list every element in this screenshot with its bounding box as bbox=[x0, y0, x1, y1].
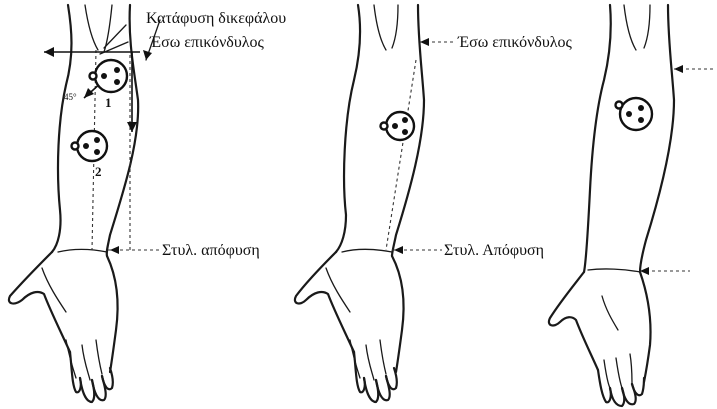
biceps-insertion-label: Κατάφυση δικεφάλου bbox=[146, 10, 286, 27]
medial-epicondyle-label-left: Έσω επικόνδυλος bbox=[149, 34, 265, 51]
electrode-1-label: 1 bbox=[105, 95, 112, 110]
electrode-3 bbox=[381, 112, 415, 140]
electrode-2-label: 2 bbox=[95, 164, 102, 179]
right-arm bbox=[549, 5, 715, 406]
left-arm: 45° 1 2 bbox=[9, 5, 160, 402]
styloid-label-middle: Στυλ. Απόφυση bbox=[444, 242, 544, 259]
medial-epicondyle-label-middle: Έσω επικόνδυλος bbox=[457, 34, 573, 51]
electrode-4 bbox=[616, 98, 653, 130]
angle-label: 45° bbox=[64, 92, 77, 102]
styloid-label-left: Στυλ. απόφυση bbox=[162, 242, 260, 259]
middle-arm bbox=[295, 5, 456, 402]
electrode-2 bbox=[72, 131, 108, 161]
